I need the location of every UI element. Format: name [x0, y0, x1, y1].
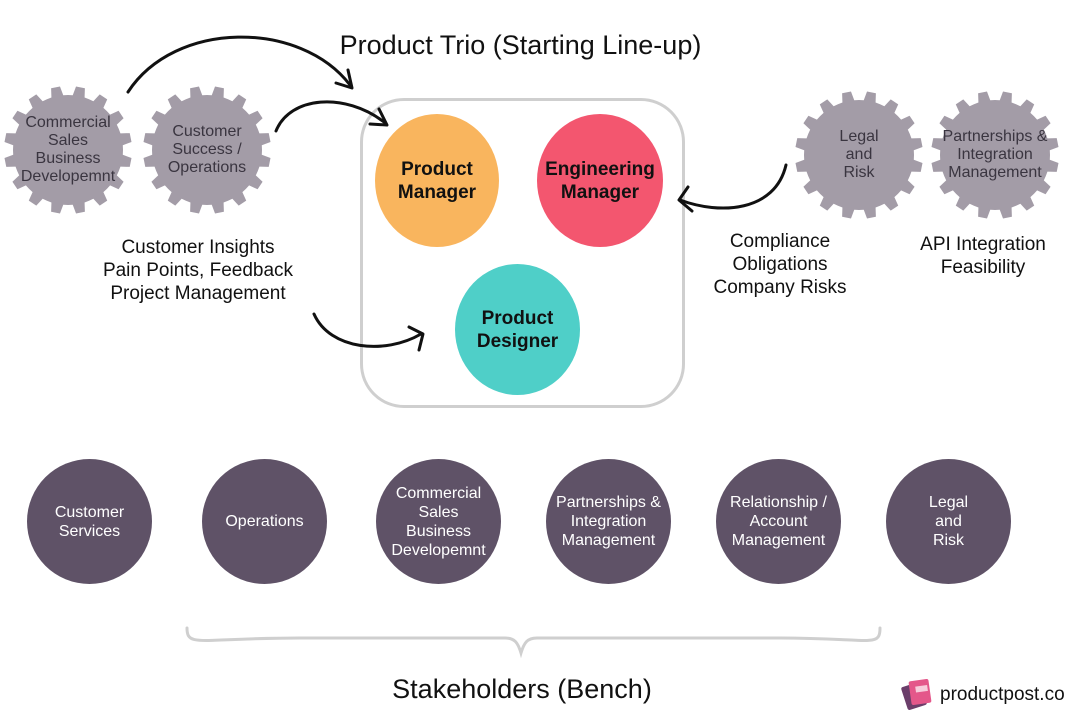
gear-body [931, 91, 1059, 219]
gear-legal-risk: Legal and Risk [794, 90, 924, 220]
stakeholder-operations: Operations [202, 459, 327, 584]
gear-icon [795, 91, 923, 219]
gear-body [143, 86, 271, 214]
gear-body [4, 86, 132, 214]
arrow-head [368, 107, 389, 127]
stakeholders-brace [185, 626, 882, 659]
gear-label: Customer Success / Operations [167, 123, 247, 176]
stakeholder-partnerships: Partnerships & Integration Management [546, 459, 671, 584]
gear-label: Commercial Sales Business Developemnt [20, 114, 116, 185]
diagram-title: Product Trio (Starting Line-up) [339, 30, 702, 60]
stakeholder-relationship-account: Relationship / Account Management [716, 459, 841, 584]
productpost-logo-text: productpost.co [940, 684, 1065, 705]
gear-label: Partnerships & Integration Management [942, 128, 1048, 181]
gear-commercial-sales: Commercial Sales Business Developemnt [3, 85, 133, 215]
arrow-head [677, 185, 694, 213]
stakeholder-customer-services: Customer Services [27, 459, 152, 584]
gear-partnerships: Partnerships & Integration Management [930, 90, 1060, 220]
gear-body [795, 91, 923, 219]
arrow-head [407, 325, 425, 352]
gear-icon [4, 86, 132, 214]
arrow-commercial-to-trio [126, 35, 352, 94]
product-manager-circle: Product Manager [375, 114, 499, 247]
gear-icon [931, 91, 1059, 219]
stakeholder-legal-risk: Legal and Risk [886, 459, 1011, 584]
arrow-insights-to-designer [312, 312, 423, 348]
arrow-customer-success-to-pm [274, 100, 386, 133]
arrow-legal-to-engineering [678, 163, 788, 210]
customer-insights-caption: Customer Insights Pain Points, Feedback … [102, 237, 294, 304]
gear-icon [143, 86, 271, 214]
gear-customer-success: Customer Success / Operations [142, 85, 272, 215]
api-integration-caption: API Integration Feasibility [920, 234, 1046, 278]
stakeholder-commercial-sales: Commercial Sales Business Developemnt [376, 459, 501, 584]
stakeholders-title: Stakeholders (Bench) [392, 674, 652, 704]
product-designer-circle: Product Designer [455, 264, 580, 395]
gear-label: Legal and Risk [839, 128, 879, 181]
engineering-manager-circle: Engineering Manager [537, 114, 663, 247]
product-trio-box [360, 98, 685, 408]
arrow-head [334, 68, 354, 90]
productpost-logo-icon [900, 674, 940, 714]
compliance-caption: Compliance Obligations Company Risks [713, 231, 847, 298]
